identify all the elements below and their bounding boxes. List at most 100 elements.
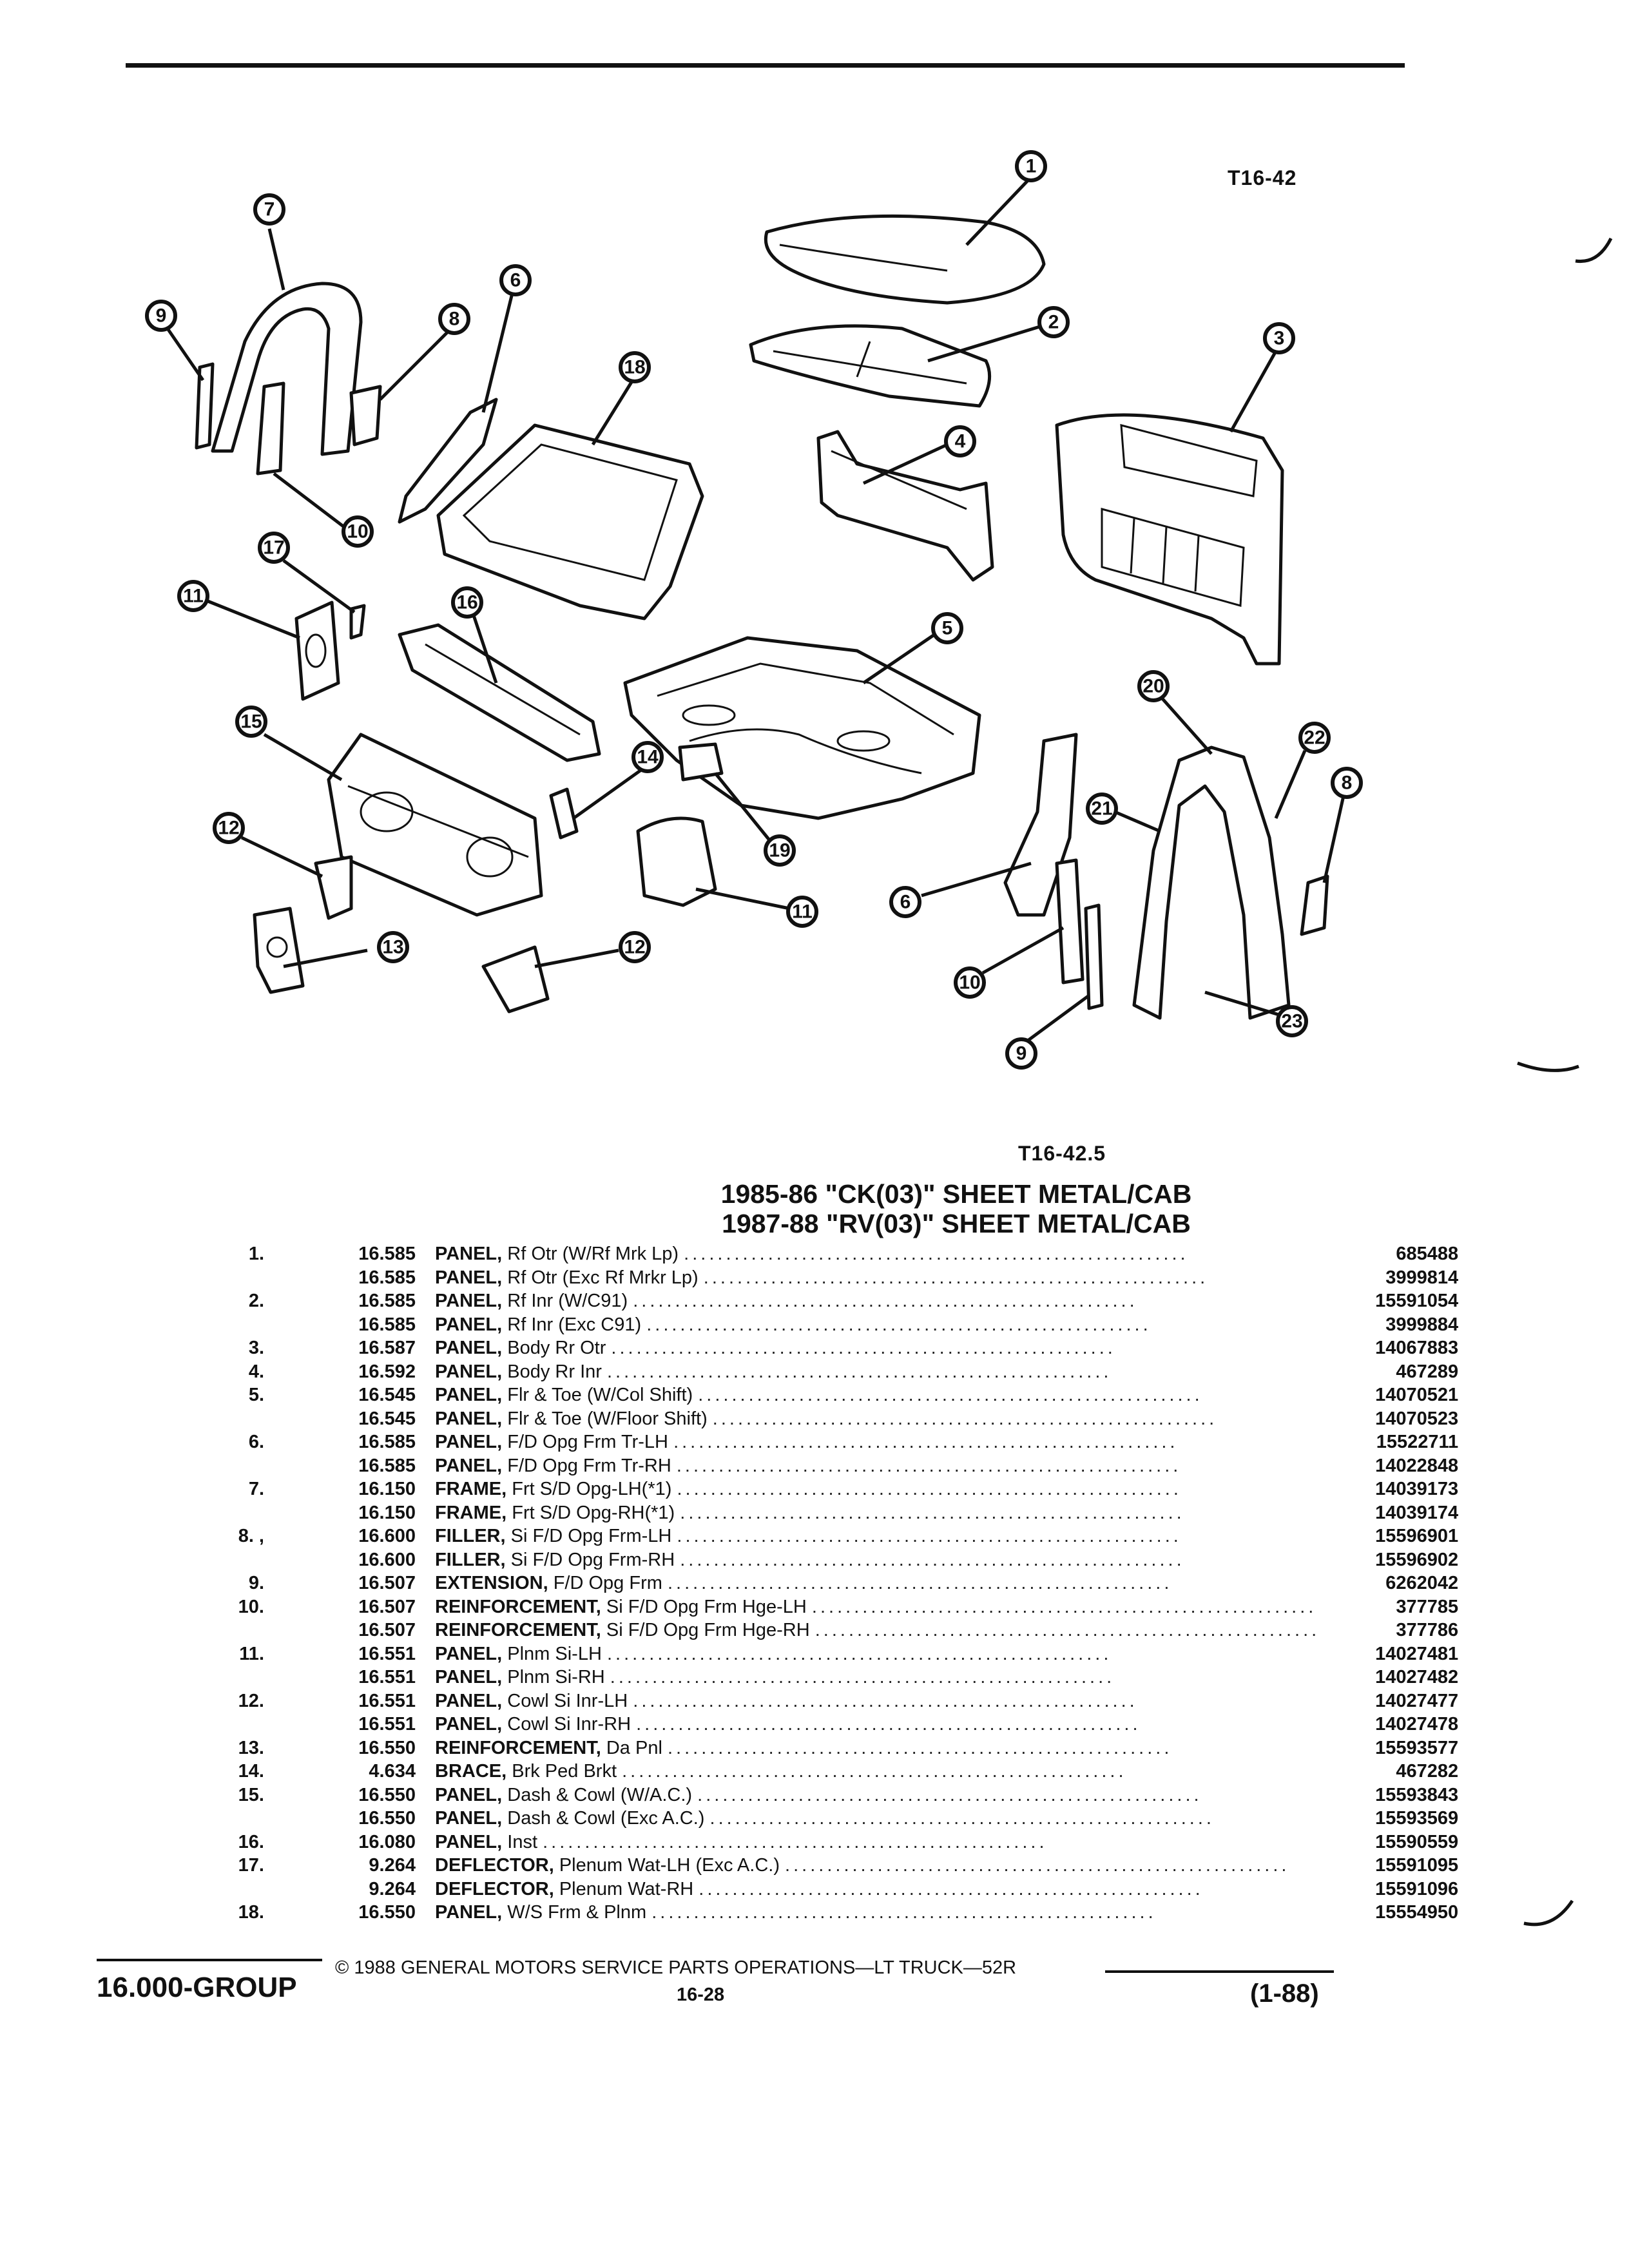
svg-text:7: 7: [264, 199, 275, 220]
leader-dots: ........................................…: [703, 1267, 1209, 1288]
item-number: 15.: [238, 1784, 264, 1805]
part-name: REINFORCEMENT,: [435, 1596, 601, 1617]
part-description: PANEL, Dash & Cowl (W/A.C.) ............…: [435, 1783, 1320, 1807]
leader-dots: ........................................…: [667, 1737, 1173, 1758]
part-description: PANEL, F/D Opg Frm Tr-RH ...............…: [435, 1454, 1320, 1478]
part-description: PANEL, Dash & Cowl (Exc A.C.) ..........…: [435, 1807, 1320, 1831]
item-number: [187, 1501, 264, 1525]
part-spec: Si F/D Opg Frm-LH: [510, 1526, 672, 1546]
leader-dots: ........................................…: [633, 1291, 1138, 1311]
item-number: 7.: [248, 1479, 264, 1499]
callout-18: 18: [619, 351, 651, 383]
part-instrument-panel: [398, 623, 601, 762]
callout-9-bottom: 9: [1005, 1037, 1037, 1070]
part-description: PANEL, Cowl Si Inr-RH ..................…: [435, 1713, 1320, 1736]
part-description: PANEL, Flr & Toe (W/Col Shift) .........…: [435, 1383, 1320, 1407]
item-number: 2.: [248, 1291, 264, 1311]
item-number: [187, 1407, 264, 1431]
part-spec: Plenum Wat-RH: [559, 1878, 694, 1899]
item-number: 17.: [238, 1855, 264, 1876]
callout-8-bottom: 8: [1331, 767, 1363, 799]
svg-text:15: 15: [240, 711, 262, 733]
part-description: PANEL, W/S Frm & Plnm ..................…: [435, 1901, 1320, 1925]
part-extension-right: [1084, 903, 1104, 1010]
part-name: FRAME,: [435, 1502, 507, 1523]
leader-dots: ........................................…: [684, 1244, 1189, 1264]
part-number: 14070523: [1375, 1408, 1459, 1429]
leader-dots: ........................................…: [680, 1502, 1185, 1523]
part-door-opening-frame-right: [1132, 745, 1291, 1020]
part-name: PANEL,: [435, 1902, 503, 1923]
part-spec: Inst: [507, 1831, 538, 1852]
leader-dots: ........................................…: [815, 1620, 1320, 1640]
part-number: 15593569: [1375, 1808, 1459, 1829]
part-spec: Plnm Si-LH: [507, 1643, 602, 1664]
part-number: 14027477: [1375, 1690, 1459, 1711]
part-number: 14027481: [1375, 1643, 1459, 1664]
part-spec: Rf Otr (W/Rf Mrk Lp): [507, 1244, 679, 1264]
part-spec: Frt S/D Opg-LH(*1): [512, 1479, 672, 1499]
group-number: 16.600: [358, 1526, 416, 1546]
part-spec: Dash & Cowl (W/A.C.): [507, 1784, 693, 1805]
item-number: 1.: [248, 1244, 264, 1264]
part-spec: Cowl Si Inr-LH: [507, 1690, 628, 1711]
figure-id-top: T16-42: [1228, 166, 1297, 189]
part-number: 14027478: [1375, 1714, 1459, 1735]
item-number: [187, 1666, 264, 1689]
item-number: 18.: [238, 1902, 264, 1923]
callout-19: 19: [764, 834, 796, 867]
part-spec: Brk Ped Brkt: [512, 1761, 617, 1782]
leader-dots: ........................................…: [697, 1784, 1202, 1805]
part-name: PANEL,: [435, 1385, 503, 1405]
part-number: 14067883: [1375, 1338, 1459, 1358]
callout-1: 1: [1015, 150, 1047, 182]
leader-dots: ........................................…: [636, 1714, 1141, 1735]
part-description: PANEL, F/D Opg Frm Tr-LH ...............…: [435, 1430, 1320, 1454]
part-description: DEFLECTOR, Plenum Wat-RH ...............…: [435, 1878, 1320, 1901]
part-roof-inner-panel: [749, 324, 992, 408]
svg-text:8: 8: [449, 309, 460, 330]
part-spec: W/S Frm & Plnm: [507, 1902, 647, 1923]
item-number: [187, 1313, 264, 1337]
leader-dots: ........................................…: [607, 1361, 1112, 1382]
group-number: 16.507: [358, 1620, 416, 1640]
item-number: [187, 1878, 264, 1901]
part-spec: Cowl Si Inr-RH: [507, 1714, 631, 1735]
leader-dots: ........................................…: [811, 1596, 1317, 1617]
part-description: REINFORCEMENT, Si F/D Opg Frm Hge-RH ...…: [435, 1619, 1320, 1642]
part-description: PANEL, Body Rr Inr .....................…: [435, 1360, 1320, 1384]
part-door-frame-trim-top: [398, 398, 498, 524]
part-description: PANEL, Inst ............................…: [435, 1831, 1320, 1854]
item-number: 6.: [248, 1432, 264, 1452]
part-number: 6262042: [1385, 1573, 1459, 1593]
scan-mark-1: [1575, 237, 1613, 264]
part-description: PANEL, Body Rr Otr .....................…: [435, 1336, 1320, 1360]
part-spec: F/D Opg Frm Tr-RH: [507, 1455, 671, 1476]
svg-text:5: 5: [942, 618, 953, 639]
part-description: REINFORCEMENT, Si F/D Opg Frm Hge-LH ...…: [435, 1595, 1320, 1619]
item-number: [187, 1266, 264, 1290]
item-number: 9.: [248, 1573, 264, 1593]
group-number: 16.550: [358, 1808, 416, 1829]
part-name: PANEL,: [435, 1643, 503, 1664]
group-number: 4.634: [369, 1761, 416, 1782]
part-description: EXTENSION, F/D Opg Frm .................…: [435, 1571, 1320, 1595]
part-cowl-side-inner-left: [314, 855, 353, 920]
leader-dots: ........................................…: [606, 1643, 1112, 1664]
svg-text:22: 22: [1304, 727, 1325, 749]
part-cowl-side-inner-right: [481, 945, 550, 1014]
svg-text:19: 19: [769, 840, 790, 861]
